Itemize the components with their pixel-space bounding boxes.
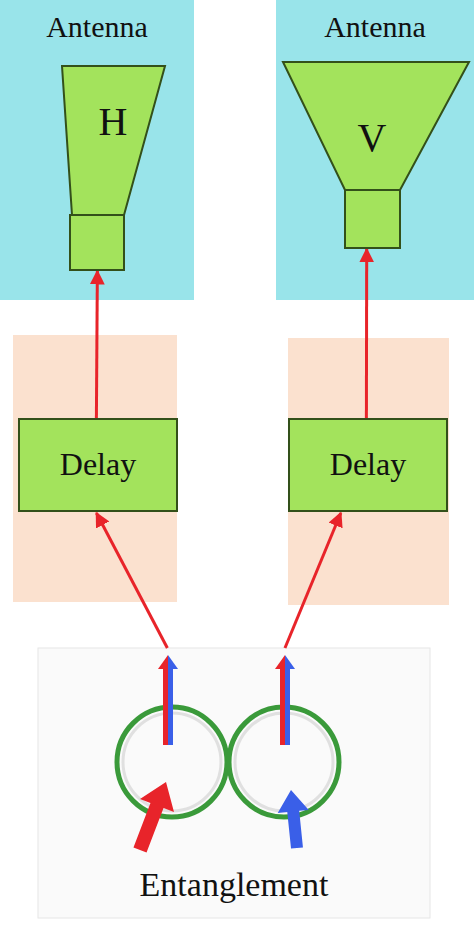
horn-antenna: V <box>283 62 469 248</box>
delay-box: Delay <box>18 418 178 512</box>
signal-arrow <box>365 249 368 418</box>
polarization-letter: V <box>358 116 387 160</box>
entanglement-panel-ground <box>38 648 430 918</box>
signal-arrow <box>285 513 341 648</box>
antenna-panel-ground <box>276 0 474 300</box>
entanglement-illustration <box>117 655 339 852</box>
panel-heading: Antenna <box>276 10 474 43</box>
panel-heading: Entanglement <box>38 866 430 903</box>
antenna-panel-ground <box>0 0 194 300</box>
signal-arrow <box>95 271 99 418</box>
entanglement-panel: Entanglement <box>38 648 430 918</box>
signal-arrow <box>96 513 167 648</box>
box-label: Delay <box>60 447 136 482</box>
antenna-panel: AntennaV <box>276 0 474 300</box>
delay-box: Delay <box>288 418 448 512</box>
horn-outline <box>62 66 166 270</box>
delay-panel <box>13 335 177 602</box>
antenna-panel: AntennaH <box>0 0 194 300</box>
polarization-letter: H <box>99 100 128 144</box>
delay-panel <box>288 338 449 605</box>
horn-antenna: H <box>62 66 166 270</box>
box-label: Delay <box>330 447 406 482</box>
panel-heading: Antenna <box>0 10 194 43</box>
